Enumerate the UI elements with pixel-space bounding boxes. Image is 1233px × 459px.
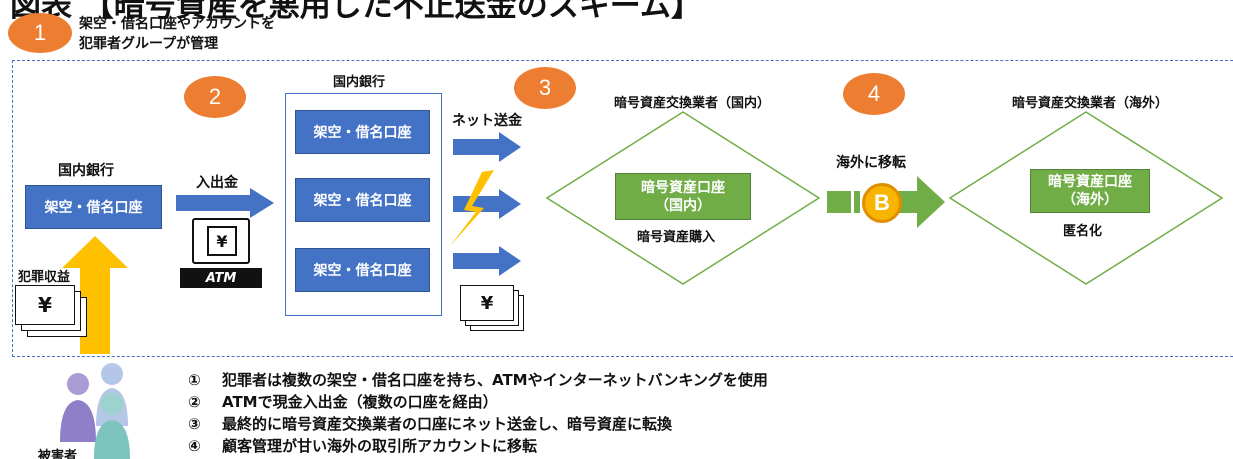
overseas-exchange-title: 暗号資産交換業者（海外） (1012, 96, 1169, 111)
center-account-box-2: 架空・借名口座 (295, 178, 430, 222)
crime-proceeds-label: 犯罪収益 (18, 270, 71, 285)
note-1-num: ① (188, 371, 201, 389)
step-badge-1: 1 (8, 13, 72, 53)
yen-bills-output-icon: ¥ (460, 285, 526, 333)
domestic-exchange-title: 暗号資産交換業者（国内） (614, 96, 771, 111)
victims-icon (60, 363, 130, 459)
left-bank-title: 国内銀行 (58, 163, 114, 179)
step-badge-4: 4 (843, 73, 905, 115)
domestic-account-line1: 暗号資産口座 (641, 179, 725, 196)
note-3-text: 最終的に暗号資産交換業者の口座にネット送金し、暗号資産に転換 (222, 415, 673, 433)
center-account-box-3: 架空・借名口座 (295, 248, 430, 292)
note-3-num: ③ (188, 415, 201, 433)
yen-bills-icon: ¥ (15, 285, 89, 339)
step-badge-2: 2 (184, 76, 246, 118)
scheme-area-border (12, 60, 1233, 357)
page-title: 図表 【暗号資産を悪用した不正送金のスキーム】 (10, 0, 702, 24)
overseas-account-line1: 暗号資産口座 (1048, 174, 1132, 190)
deposit-label: 入出金 (196, 175, 238, 191)
move-overseas-label: 海外に移転 (836, 155, 906, 171)
note-1-text: 犯罪者は複数の架空・借名口座を持ち、ATMやインターネットバンキングを使用 (222, 371, 768, 389)
overseas-exchange-action: 匿名化 (1063, 224, 1103, 239)
move-overseas-arrow-icon (827, 176, 945, 228)
note-2-text: ATMで現金入出金（複数の口座を経由） (222, 393, 498, 411)
center-bank-title: 国内銀行 (333, 75, 386, 90)
left-bank-account-box: 架空・借名口座 (25, 185, 162, 229)
up-arrow-icon (62, 236, 128, 354)
note-4: ④ 顧客管理が甘い海外の取引所アカウントに移転 (188, 435, 537, 456)
note-2: ② ATMで現金入出金（複数の口座を経由） (188, 391, 498, 412)
net-transfer-arrow-middle-icon (453, 189, 521, 219)
victim-label: 被害者 (38, 449, 78, 459)
step-badge-3: 3 (514, 67, 576, 109)
overseas-account-line2: （海外） (1062, 192, 1118, 208)
lightning-icon (450, 170, 494, 246)
center-account-box-1: 架空・借名口座 (295, 110, 430, 154)
domestic-account-line2: （国内） (655, 197, 711, 214)
note-1: ① 犯罪者は複数の架空・借名口座を持ち、ATMやインターネットバンキングを使用 (188, 369, 768, 390)
note-4-text: 顧客管理が甘い海外の取引所アカウントに移転 (222, 437, 538, 455)
bitcoin-icon: B (862, 183, 902, 223)
domestic-exchange-action: 暗号資産購入 (637, 230, 716, 245)
net-transfer-label: ネット送金 (452, 113, 522, 129)
note-2-num: ② (188, 393, 201, 411)
overseas-crypto-account-box: 暗号資産口座 （海外） (1030, 169, 1150, 213)
atm-icon: ¥ ATM (180, 218, 268, 290)
net-transfer-arrow-icon (453, 132, 521, 162)
domestic-crypto-account-box: 暗号資産口座 （国内） (615, 173, 751, 220)
deposit-arrow-icon (176, 188, 274, 218)
step1-text-line1: 架空・借名口座やアカウントを (79, 16, 275, 32)
note-3: ③ 最終的に暗号資産交換業者の口座にネット送金し、暗号資産に転換 (188, 413, 672, 434)
note-4-num: ④ (188, 437, 201, 455)
net-transfer-arrow-lower-icon (453, 246, 521, 276)
step1-text-line2: 犯罪者グループが管理 (79, 36, 219, 52)
